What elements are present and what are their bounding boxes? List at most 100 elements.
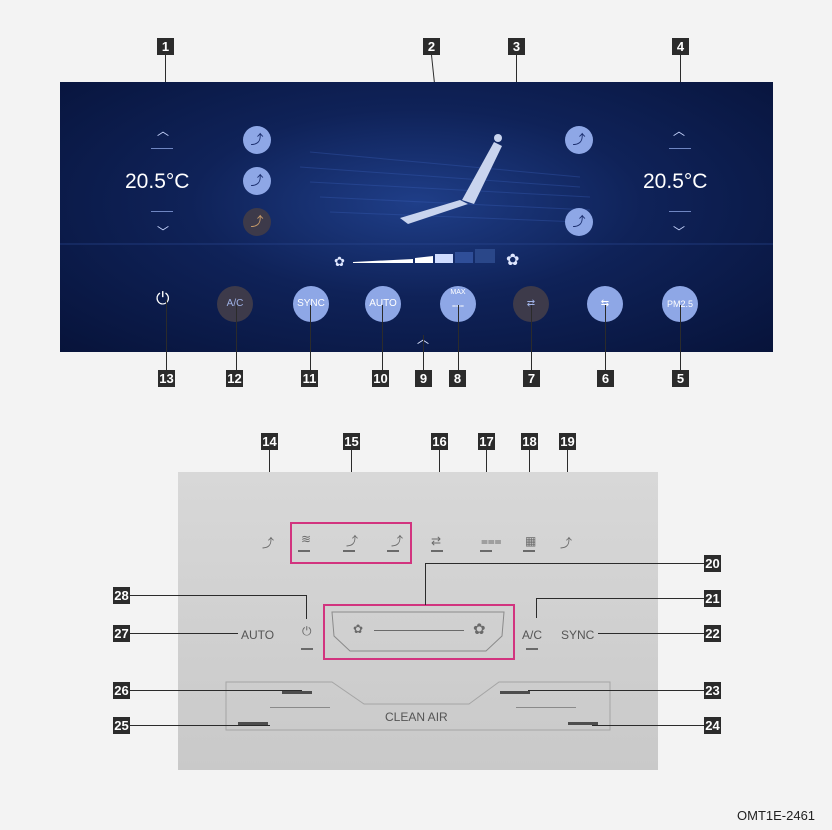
rear-defrost-led xyxy=(523,550,535,552)
max-label: MAX xyxy=(450,289,465,296)
left-seat-heat-icon[interactable]: ⤴ xyxy=(243,167,271,195)
leader-7 xyxy=(531,305,532,370)
fan-slider-track[interactable] xyxy=(374,630,464,631)
clean-air-label[interactable]: CLEAN AIR xyxy=(385,710,448,724)
leader-11 xyxy=(310,305,311,370)
callout-6: 6 xyxy=(597,370,614,387)
leader-21 xyxy=(536,598,704,599)
callout-20: 20 xyxy=(704,555,721,572)
leader-22 xyxy=(598,633,704,634)
fan-high-icon: ✿ xyxy=(506,250,519,270)
ac-led xyxy=(526,648,538,650)
callout-19: 19 xyxy=(559,433,576,450)
passenger-seat-heat-icon[interactable]: ⤴ xyxy=(560,534,572,551)
leader-28-drop xyxy=(306,595,307,619)
seat-vent-icon[interactable]: ≋ xyxy=(301,532,311,546)
auto-button[interactable]: AUTO xyxy=(365,286,401,322)
callout-18: 18 xyxy=(521,433,538,450)
callout-22: 22 xyxy=(704,625,721,642)
callout-1: 1 xyxy=(157,38,174,55)
leader-20-drop xyxy=(425,563,426,605)
panel-fan-high-icon: ✿ xyxy=(473,620,486,638)
leader-12 xyxy=(236,305,237,370)
callout-3: 3 xyxy=(508,38,525,55)
leader-20 xyxy=(425,563,704,564)
leader-23 xyxy=(528,690,704,691)
left-temperature: 20.5°C xyxy=(125,170,189,194)
callout-10: 10 xyxy=(372,370,389,387)
seat-airflow-icon[interactable] xyxy=(390,130,510,230)
seat-massage-icon[interactable]: ⤴ xyxy=(391,532,403,549)
fan-speed-bar[interactable] xyxy=(353,247,498,265)
right-seat-vent-icon[interactable]: ⤴ xyxy=(565,126,593,154)
panel-power-icon[interactable]: ⏻ xyxy=(302,624,312,639)
callout-13: 13 xyxy=(158,370,175,387)
right-temp-slider-top[interactable] xyxy=(500,691,530,694)
leader-26 xyxy=(130,690,302,691)
callout-27: 27 xyxy=(113,625,130,642)
callout-2: 2 xyxy=(423,38,440,55)
callout-28: 28 xyxy=(113,587,130,604)
callout-9: 9 xyxy=(415,370,432,387)
right-seat-heat-icon[interactable]: ⤴ xyxy=(565,208,593,236)
rear-defrost-icon[interactable]: ▦ xyxy=(525,534,536,548)
fan-low-icon: ✿ xyxy=(334,254,345,270)
callout-15: 15 xyxy=(343,433,360,450)
leader-25 xyxy=(130,725,270,726)
sync-button[interactable]: SYNC xyxy=(293,286,329,322)
front-defrost-led xyxy=(480,550,492,552)
callout-16: 16 xyxy=(431,433,448,450)
left-temp-down-chevron-icon[interactable]: ﹀ xyxy=(157,223,169,240)
leader-8 xyxy=(458,305,459,370)
leader-27 xyxy=(130,633,238,634)
callout-7: 7 xyxy=(523,370,540,387)
leader-28 xyxy=(130,595,306,596)
panel-auto-label[interactable]: AUTO xyxy=(241,628,274,642)
callout-5: 5 xyxy=(672,370,689,387)
callout-21: 21 xyxy=(704,590,721,607)
leader-10 xyxy=(382,305,383,370)
left-temp-divider xyxy=(151,211,173,212)
left-temp-divider xyxy=(151,148,173,149)
left-temp-track xyxy=(270,707,330,708)
leader-13 xyxy=(166,300,167,370)
callout-25: 25 xyxy=(113,717,130,734)
callout-23: 23 xyxy=(704,682,721,699)
callout-26: 26 xyxy=(113,682,130,699)
recirculation-icon[interactable]: ⇄ xyxy=(431,534,441,548)
right-temp-down-chevron-icon[interactable]: ﹀ xyxy=(673,223,685,240)
leader-9 xyxy=(423,335,424,370)
callout-4: 4 xyxy=(672,38,689,55)
recirculation-led xyxy=(431,550,443,552)
leader-24 xyxy=(592,725,704,726)
callout-11: 11 xyxy=(301,370,318,387)
power-icon[interactable]: ⏻ xyxy=(156,289,169,309)
seat-heat-led xyxy=(343,550,355,552)
left-temp-slider-top[interactable] xyxy=(282,691,312,694)
seat-massage-led xyxy=(387,550,399,552)
callout-14: 14 xyxy=(261,433,278,450)
steering-heat-icon[interactable]: ⤴ xyxy=(262,534,274,551)
left-temp-up-chevron-icon[interactable]: ︿ xyxy=(157,122,169,139)
callout-8: 8 xyxy=(449,370,466,387)
right-temperature: 20.5°C xyxy=(643,170,707,194)
callout-17: 17 xyxy=(478,433,495,450)
left-seat-massage-icon[interactable]: ⤴ xyxy=(243,208,271,236)
panel-ac-label[interactable]: A/C xyxy=(522,628,542,642)
seat-vent-led xyxy=(298,550,310,552)
leader-21-drop xyxy=(536,598,537,618)
callout-12: 12 xyxy=(226,370,243,387)
callout-24: 24 xyxy=(704,717,721,734)
panel-sync-label[interactable]: SYNC xyxy=(561,628,594,642)
panel-fan-low-icon: ✿ xyxy=(353,622,363,636)
ac-button[interactable]: A/C xyxy=(217,286,253,322)
front-defrost-icon[interactable]: ⩶ xyxy=(481,534,502,549)
right-temp-divider xyxy=(669,211,691,212)
right-temp-divider xyxy=(669,148,691,149)
right-temp-up-chevron-icon[interactable]: ︿ xyxy=(673,122,685,139)
left-seat-vent-icon[interactable]: ⤴ xyxy=(243,126,271,154)
seat-heat-icon[interactable]: ⤴ xyxy=(346,532,358,549)
figure-code: OMT1E-2461 xyxy=(737,808,815,823)
power-led xyxy=(301,648,313,650)
temperature-slider-surround xyxy=(224,674,614,736)
